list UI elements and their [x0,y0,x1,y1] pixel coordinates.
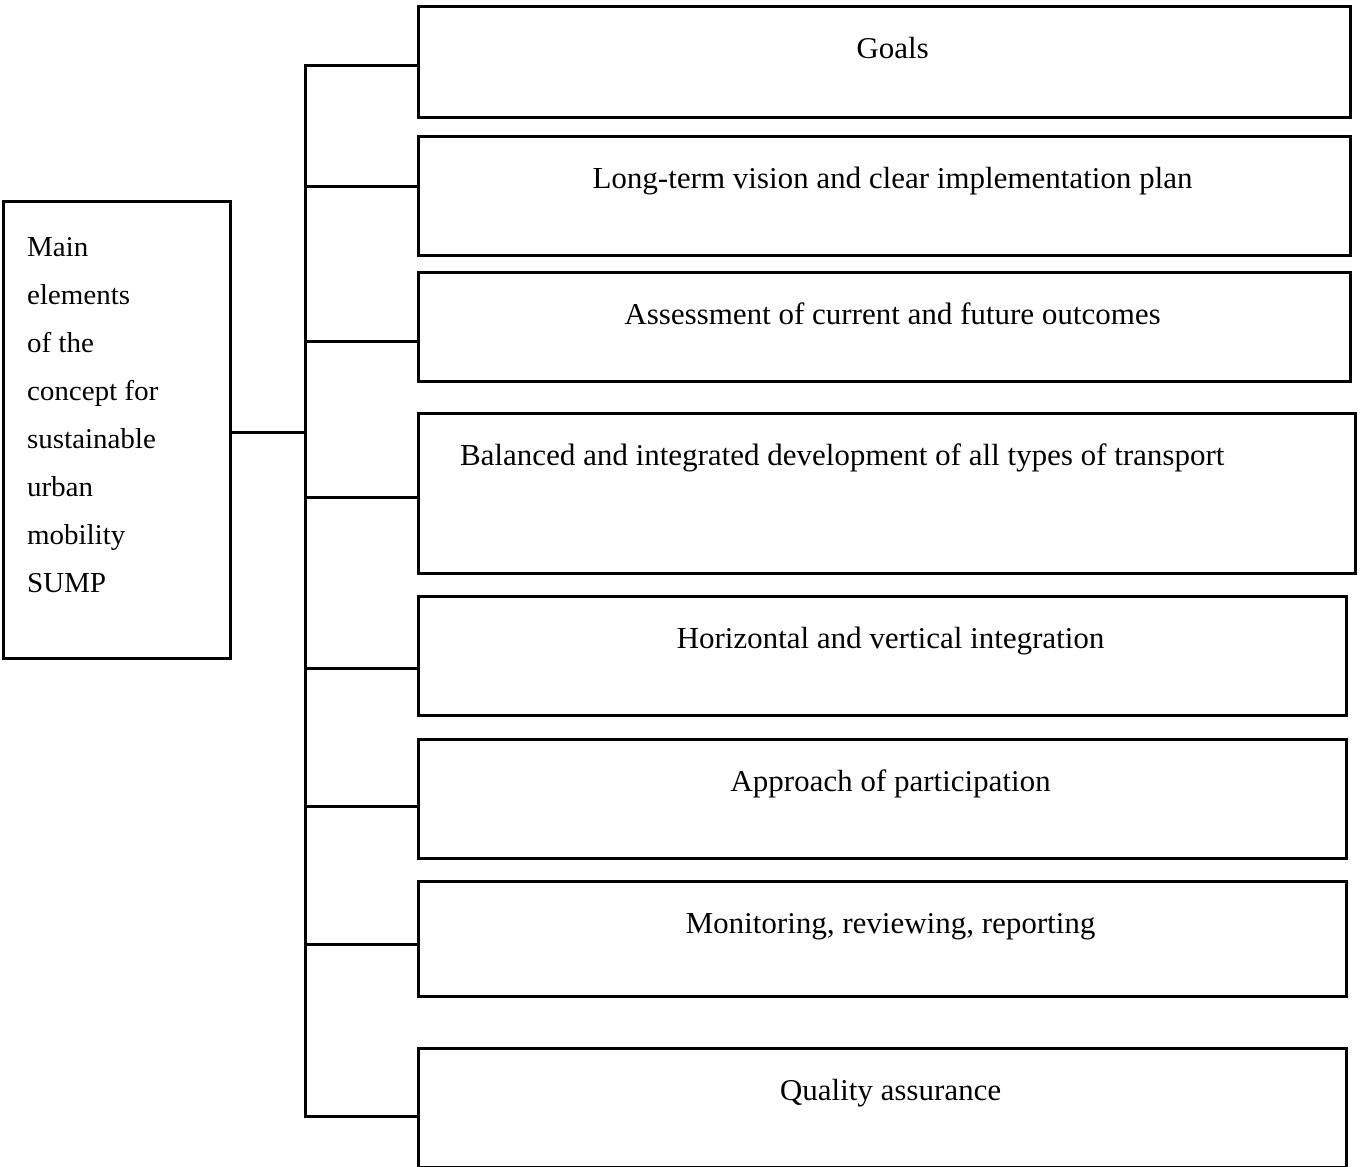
leaf-node-label: Balanced and integrated development of a… [460,437,1225,472]
leaf-node-label: Approach of participation [730,763,1051,798]
leaf-node-label: Assessment of current and future outcome… [624,296,1161,331]
connector-branch-4 [304,496,420,499]
connector-branch-6 [304,805,420,808]
root-node-label: Main elements of the concept for sustain… [27,231,159,599]
leaf-node-label: Monitoring, reviewing, reporting [685,905,1096,940]
root-connector-stub [231,431,307,434]
leaf-node-label: Goals [856,30,929,65]
leaf-node-quality-assurance[interactable]: Quality assurance [417,1047,1348,1167]
connector-branch-7 [304,943,420,946]
leaf-node-horizontal-vertical-integration[interactable]: Horizontal and vertical integration [417,595,1348,717]
leaf-node-monitoring-reviewing-reporting[interactable]: Monitoring, reviewing, reporting [417,880,1348,998]
leaf-node-label: Long-term vision and clear implementatio… [592,160,1193,195]
leaf-node-label: Horizontal and vertical integration [676,620,1105,655]
root-node-main-elements[interactable]: Main elements of the concept for sustain… [2,200,232,660]
leaf-node-label: Quality assurance [779,1072,1002,1107]
connector-branch-5 [304,667,420,670]
leaf-node-approach-of-participation[interactable]: Approach of participation [417,738,1348,860]
leaf-node-long-term-vision[interactable]: Long-term vision and clear implementatio… [417,135,1352,257]
leaf-node-assessment-outcomes[interactable]: Assessment of current and future outcome… [417,271,1352,383]
connector-branch-1 [304,64,420,67]
connector-branch-2 [304,185,420,188]
connector-vertical-spine [304,64,307,1118]
connector-branch-3 [304,340,420,343]
leaf-node-balanced-integrated-development[interactable]: Balanced and integrated development of a… [417,412,1357,575]
connector-branch-8 [304,1115,420,1118]
leaf-node-goals[interactable]: Goals [417,5,1352,119]
